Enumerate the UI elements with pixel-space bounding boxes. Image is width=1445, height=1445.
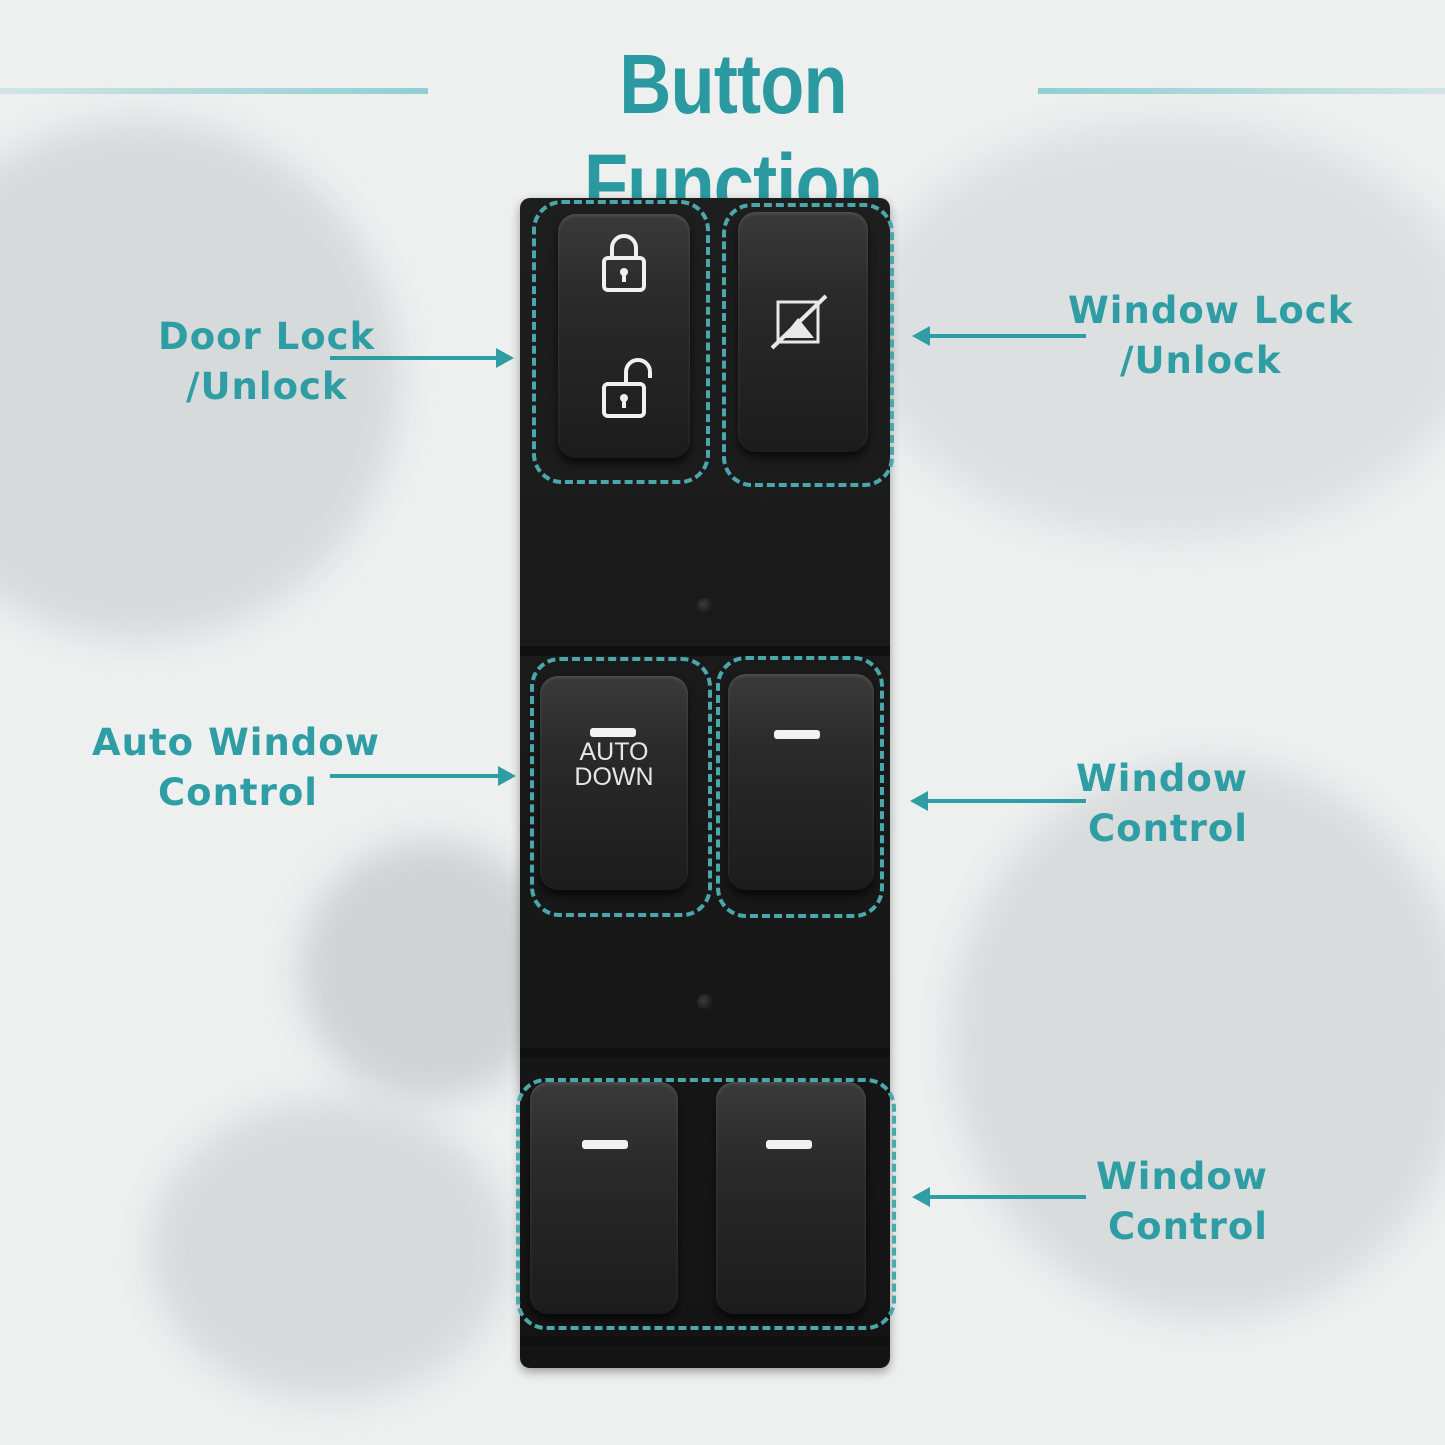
panel-ridge	[520, 646, 890, 656]
label-auto-window: Auto Window Control	[92, 718, 380, 818]
title-rule-left	[0, 88, 428, 94]
label-window-control-1-line2: Control	[1088, 807, 1248, 850]
label-window-lock-line2: /Unlock	[1120, 339, 1282, 382]
window-lock-highlight	[722, 203, 894, 487]
window-control-button-3[interactable]	[716, 1082, 866, 1314]
window-switch-indicator	[766, 1140, 812, 1149]
arrow-door-lock	[330, 348, 514, 368]
screw	[697, 598, 713, 614]
arrow-window-control-1	[910, 791, 1086, 811]
auto-text: AUTO	[579, 738, 649, 766]
window-control-2-highlight	[516, 1078, 896, 1330]
label-door-lock-line1: Door Lock	[158, 315, 376, 358]
screw	[697, 994, 713, 1010]
window-switch-indicator	[590, 728, 636, 737]
window-control-button-2[interactable]	[530, 1082, 678, 1314]
window-switch-indicator	[774, 730, 820, 739]
panel-ridge	[520, 1048, 890, 1058]
label-auto-window-line2: Control	[158, 771, 318, 814]
door-lock-highlight	[532, 200, 710, 484]
window-lock-button[interactable]	[738, 212, 868, 452]
panel-ridge	[520, 1336, 890, 1346]
window-switch-indicator	[582, 1140, 628, 1149]
window-control-1-highlight	[716, 656, 884, 918]
label-window-control-2-line2: Control	[1108, 1205, 1268, 1248]
arrow-auto-window	[330, 766, 516, 786]
lock-icon	[602, 234, 646, 292]
window-lock-icon	[770, 294, 828, 350]
label-window-control-2-line1: Window	[1096, 1155, 1268, 1198]
auto-down-text: AUTO DOWN	[560, 740, 668, 790]
label-door-lock: Door Lock /Unlock	[158, 312, 375, 412]
window-control-button-1[interactable]	[728, 674, 874, 890]
auto-window-button[interactable]: AUTO DOWN	[540, 676, 688, 890]
door-lock-button[interactable]	[558, 214, 690, 458]
label-auto-window-line1: Auto Window	[92, 721, 380, 764]
down-text: DOWN	[574, 763, 654, 791]
label-window-control-1: Window Control	[1076, 754, 1248, 854]
label-window-lock: Window Lock /Unlock	[1068, 286, 1353, 386]
arrow-window-control-2	[912, 1187, 1086, 1207]
arrow-window-lock	[912, 326, 1086, 346]
auto-window-highlight	[530, 657, 712, 917]
unlock-icon	[602, 358, 652, 418]
label-window-control-1-line1: Window	[1076, 757, 1248, 800]
label-window-control-2: Window Control	[1096, 1152, 1268, 1252]
title-rule-right	[1038, 88, 1445, 94]
label-door-lock-line2: /Unlock	[186, 365, 348, 408]
label-window-lock-line1: Window Lock	[1068, 289, 1354, 332]
